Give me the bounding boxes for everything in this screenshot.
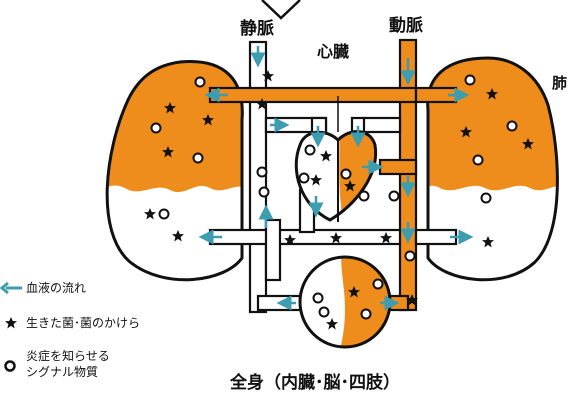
star-icon bbox=[284, 234, 296, 246]
circle-icon bbox=[360, 308, 372, 320]
star-icon bbox=[5, 317, 17, 329]
legend-bacteria-text: 生きた菌･菌のかけら bbox=[26, 316, 141, 330]
circle-icon bbox=[358, 190, 370, 202]
circle-icon bbox=[258, 186, 270, 198]
star-icon bbox=[380, 232, 392, 244]
heart-label: 心臓 bbox=[317, 42, 350, 61]
lung-label: 肺 bbox=[552, 74, 568, 92]
left-lung bbox=[105, 60, 244, 282]
circle-icon bbox=[158, 208, 170, 220]
circle-icon bbox=[404, 250, 416, 262]
star-icon bbox=[144, 208, 156, 220]
legend-signal-line-1: 炎症を知らせる bbox=[26, 349, 110, 363]
star-icon bbox=[164, 102, 176, 114]
legend-row-flow: 血液の流れ bbox=[0, 279, 86, 297]
circle-icon bbox=[256, 166, 268, 178]
star-icon bbox=[482, 236, 494, 248]
circle-icon bbox=[194, 76, 206, 88]
star-icon bbox=[406, 294, 418, 306]
circle-icon bbox=[472, 154, 484, 166]
circle-icon bbox=[506, 120, 518, 132]
circle-icon bbox=[372, 278, 384, 290]
circle-icon bbox=[464, 74, 476, 86]
legend-signal-text: 炎症を知らせる シグナル物質 bbox=[26, 348, 110, 380]
circle-icon bbox=[318, 306, 330, 318]
legend-signal-line-2: シグナル物質 bbox=[26, 365, 99, 379]
circle-icon bbox=[312, 292, 324, 304]
right-lung bbox=[426, 56, 559, 282]
circle-icon bbox=[304, 144, 316, 156]
star-icon bbox=[172, 230, 184, 242]
star-icon bbox=[348, 286, 360, 298]
star-icon bbox=[330, 232, 342, 244]
star-icon bbox=[310, 174, 322, 186]
star-icon bbox=[522, 138, 534, 150]
star-icon bbox=[344, 180, 356, 192]
star-icon bbox=[326, 318, 338, 330]
top-chevron-icon bbox=[261, 0, 301, 20]
star-icon bbox=[256, 98, 268, 110]
vein-label: 静脈 bbox=[240, 19, 274, 39]
blue-arrow-icon bbox=[0, 281, 22, 295]
signal-circles bbox=[150, 74, 518, 320]
star-icon bbox=[162, 146, 174, 158]
circle-icon bbox=[192, 152, 204, 164]
legend-flow-text: 血液の流れ bbox=[26, 281, 87, 295]
artery-label: 動脈 bbox=[389, 16, 423, 36]
bacteria-stars bbox=[144, 70, 534, 330]
circle-icon bbox=[340, 168, 352, 180]
circle-icon bbox=[388, 190, 400, 202]
circle-icon bbox=[480, 192, 492, 204]
star-icon bbox=[202, 114, 214, 126]
star-icon bbox=[320, 150, 332, 162]
star-icon bbox=[460, 126, 472, 138]
star-icon bbox=[262, 70, 274, 82]
body-label: 全身（内臓･脳･四肢） bbox=[230, 373, 400, 393]
circle-icon bbox=[150, 122, 162, 134]
legend-row-bacteria: 生きた菌･菌のかけら bbox=[0, 314, 140, 332]
circle-icon bbox=[4, 360, 16, 372]
flow-arrows bbox=[198, 46, 474, 311]
legend-row-signal: 炎症を知らせる シグナル物質 bbox=[0, 348, 110, 380]
circle-icon bbox=[298, 172, 310, 184]
star-icon bbox=[486, 88, 498, 100]
